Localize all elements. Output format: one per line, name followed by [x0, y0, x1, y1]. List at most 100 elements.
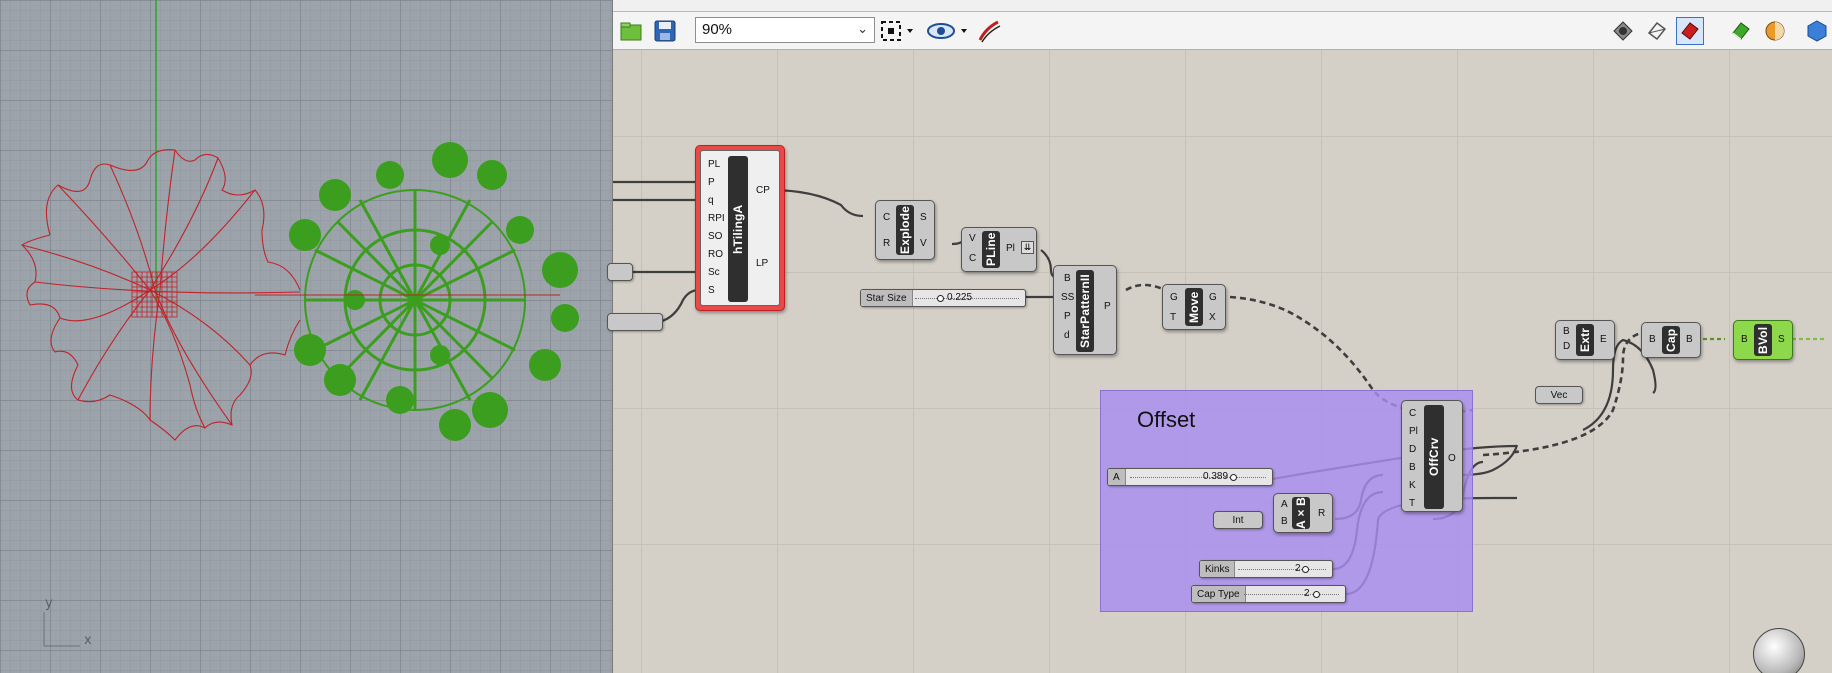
axis-widget [43, 612, 80, 647]
output-port[interactable]: S [1778, 334, 1785, 345]
kinks-slider[interactable]: Kinks 2 [1199, 560, 1333, 578]
canvas-top-strip [613, 0, 1832, 12]
input-port[interactable]: T [1170, 312, 1177, 323]
slider-knob[interactable] [1313, 591, 1320, 598]
component-name: Move [1185, 288, 1203, 326]
grasshopper-canvas[interactable]: 90% ⌄ [607, 0, 1832, 673]
group-title: Offset [1137, 407, 1196, 432]
zoom-dropdown[interactable]: 90% ⌄ [695, 17, 875, 43]
preview-wireframe-icon[interactable] [1643, 17, 1671, 45]
input-port[interactable]: P [1064, 311, 1071, 322]
input-param-stub[interactable] [607, 263, 633, 281]
preview-eye-icon[interactable] [925, 17, 969, 45]
explode-component[interactable]: Explode C R S V [875, 200, 935, 260]
component-name: Extr [1576, 324, 1594, 356]
zoom-extents-icon[interactable] [877, 17, 917, 45]
preview-off-icon[interactable] [1609, 17, 1637, 45]
input-port[interactable]: C [883, 212, 891, 223]
preview-shaded-icon[interactable] [1676, 17, 1704, 45]
a-slider[interactable]: A 0.389 [1107, 468, 1273, 486]
output-port[interactable]: X [1209, 312, 1216, 323]
slider-label: A [1108, 469, 1126, 485]
input-port[interactable]: B [1064, 273, 1071, 284]
offcrv-component[interactable]: OffCrv C Pl D B K T O [1401, 400, 1463, 512]
slider-knob[interactable] [1302, 566, 1309, 573]
output-port[interactable]: P [1104, 301, 1111, 312]
input-port[interactable]: B [1409, 462, 1416, 473]
rhino-viewport[interactable]: y x [0, 0, 612, 673]
input-port[interactable]: Sc [708, 267, 720, 278]
component-name: BVol [1754, 324, 1772, 356]
output-port[interactable]: B [1686, 334, 1693, 345]
save-icon[interactable] [651, 17, 679, 45]
cap-component[interactable]: Cap B B [1641, 322, 1701, 358]
extrude-component[interactable]: Extr B D E [1555, 320, 1615, 360]
slider-label: Kinks [1200, 561, 1236, 577]
input-port[interactable]: B [1281, 516, 1288, 527]
cap-type-slider[interactable]: Cap Type 2 [1191, 585, 1346, 603]
input-port[interactable]: SO [708, 231, 723, 242]
input-port[interactable]: V [969, 233, 976, 244]
output-port[interactable]: E [1600, 334, 1607, 345]
move-component[interactable]: Move G T G X [1162, 284, 1226, 330]
input-port[interactable]: D [1409, 444, 1417, 455]
output-port[interactable]: O [1448, 453, 1456, 464]
slider-track [915, 298, 1019, 299]
component-name: OffCrv [1424, 405, 1444, 509]
chevron-down-icon: ⌄ [857, 21, 868, 36]
input-port[interactable]: Pl [1409, 426, 1418, 437]
input-param-stub[interactable] [607, 313, 663, 331]
slider-track [1130, 477, 1266, 478]
flatten-icon[interactable]: ⇊ [1021, 241, 1034, 254]
output-port[interactable]: LP [756, 258, 769, 269]
input-port[interactable]: q [708, 195, 714, 206]
input-port[interactable]: RPI [708, 213, 725, 224]
output-port[interactable]: Pl [1006, 243, 1015, 254]
htiling-component[interactable]: hTilingA PL P q RPI SO RO Sc S CP LP [695, 145, 785, 311]
open-file-icon[interactable] [617, 17, 645, 45]
input-port[interactable]: SS [1061, 292, 1075, 303]
input-port[interactable]: T [1409, 498, 1416, 509]
input-port[interactable]: R [883, 238, 891, 249]
input-port[interactable]: G [1170, 292, 1178, 303]
input-port[interactable]: RO [708, 249, 723, 260]
output-port[interactable]: R [1318, 508, 1326, 519]
output-port[interactable]: V [920, 238, 927, 249]
component-name: StarPatternII [1076, 270, 1094, 352]
canvas-navigation-widget[interactable] [1753, 628, 1805, 673]
pline-component[interactable]: PLine V C Pl ⇊ [961, 227, 1037, 272]
starpattern-component[interactable]: StarPatternII B SS P d P [1053, 265, 1117, 355]
multiplication-component[interactable]: A×B A B R [1273, 493, 1333, 533]
slider-value: 2 [1304, 588, 1310, 599]
output-port[interactable]: G [1209, 292, 1217, 303]
vec-param[interactable]: Vec [1535, 386, 1583, 404]
input-port[interactable]: B [1563, 326, 1570, 337]
input-port[interactable]: A [1281, 499, 1288, 510]
input-port[interactable]: P [708, 177, 715, 188]
axis-y-label: y [45, 596, 53, 611]
slider-value: 0.389 [1203, 471, 1229, 482]
input-port[interactable]: PL [708, 159, 721, 170]
input-port[interactable]: B [1649, 334, 1656, 345]
input-port[interactable]: C [1409, 408, 1417, 419]
input-port[interactable]: S [708, 285, 715, 296]
component-name: Explode [896, 205, 914, 255]
star-size-slider[interactable]: Star Size 0.225 [860, 289, 1026, 307]
output-port[interactable]: CP [756, 185, 770, 196]
sketch-pen-icon[interactable] [975, 17, 1003, 45]
input-port[interactable]: B [1741, 334, 1748, 345]
slider-knob[interactable] [1230, 474, 1237, 481]
bvol-component[interactable]: BVol B S [1733, 320, 1793, 360]
preview-material-icon[interactable] [1761, 17, 1789, 45]
input-port[interactable]: d [1064, 330, 1070, 341]
slider-knob[interactable] [937, 295, 944, 302]
preview-selected-icon[interactable] [1727, 17, 1755, 45]
input-port[interactable]: D [1563, 341, 1571, 352]
canvas-toolbar: 90% ⌄ [613, 12, 1832, 50]
slider-track [1238, 569, 1326, 570]
output-port[interactable]: S [920, 212, 927, 223]
input-port[interactable]: K [1409, 480, 1416, 491]
render-mesh-icon[interactable] [1803, 17, 1831, 45]
int-param[interactable]: Int [1213, 511, 1263, 529]
input-port[interactable]: C [969, 253, 977, 264]
